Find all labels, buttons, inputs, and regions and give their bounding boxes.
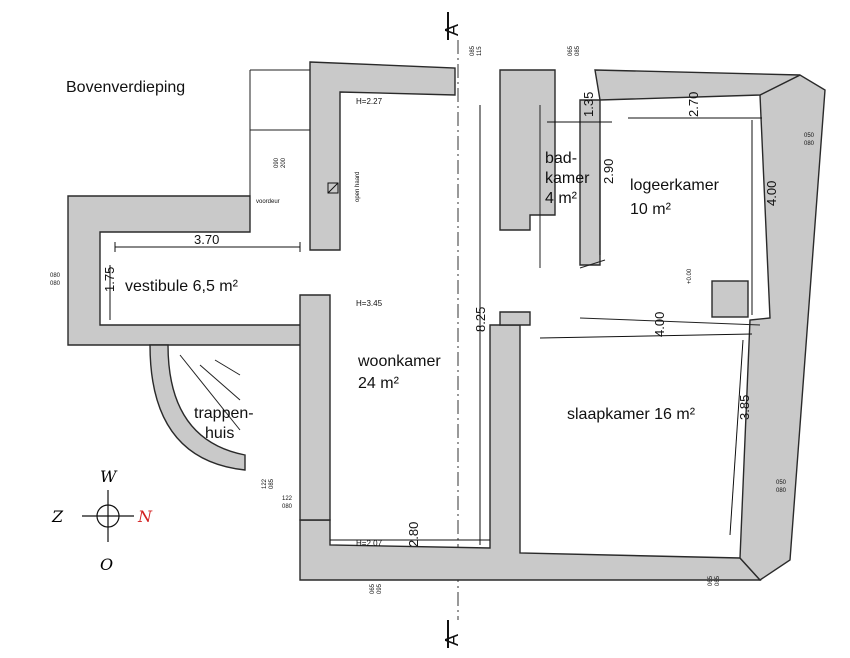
level-marker: +0.00 bbox=[687, 268, 693, 284]
window-code: 200 bbox=[281, 157, 287, 168]
window-code: 065 bbox=[370, 583, 376, 594]
room-area-badkamer: 4 m² bbox=[545, 190, 578, 207]
annotation-open-haard: open haard bbox=[355, 172, 361, 202]
window-code: 085 bbox=[470, 45, 476, 56]
window-code: 090 bbox=[274, 157, 280, 168]
dim-vestibule-depth: 1.75 bbox=[102, 267, 117, 292]
window-code: 080 bbox=[50, 281, 61, 287]
room-label-woonkamer: woonkamer bbox=[357, 353, 441, 370]
height-bottom: H=2.07 bbox=[356, 539, 383, 548]
dim-bad-depth: 2.90 bbox=[601, 159, 616, 184]
room-area-logeerkamer: 10 m² bbox=[630, 201, 672, 218]
window-code: 065 bbox=[708, 575, 714, 586]
window-code: 065 bbox=[568, 45, 574, 56]
height-top: H=2.27 bbox=[356, 97, 383, 106]
room-area-woonkamer: 24 m² bbox=[358, 375, 400, 392]
section-marker-top: A bbox=[442, 12, 462, 40]
dimension-lines bbox=[109, 105, 762, 545]
dim-woonkamer-width: 2.80 bbox=[406, 522, 421, 547]
room-label-slaapkamer: slaapkamer 16 m² bbox=[567, 406, 696, 423]
window-code: 050 bbox=[776, 480, 787, 486]
window-code: 085 bbox=[575, 45, 581, 56]
height-mid: H=3.45 bbox=[356, 299, 383, 308]
annotation-voordeur: voordeur bbox=[256, 199, 280, 205]
dim-logeer-depth: 4.00 bbox=[764, 181, 779, 206]
compass-north: N bbox=[137, 507, 153, 526]
dim-logeer-width: 2.70 bbox=[686, 92, 701, 117]
fireplace-icon bbox=[327, 182, 339, 194]
window-code: 080 bbox=[776, 488, 787, 494]
compass-west: W bbox=[100, 467, 118, 486]
svg-text:A: A bbox=[442, 24, 462, 36]
window-code: 085 bbox=[715, 575, 721, 586]
window-code: 080 bbox=[282, 504, 293, 510]
partitions bbox=[179, 69, 761, 431]
dim-vestibule-width: 3.70 bbox=[194, 232, 219, 247]
window-code: 095 bbox=[377, 583, 383, 594]
plan-title: Bovenverdieping bbox=[66, 79, 185, 96]
section-marker-bottom: A bbox=[442, 620, 462, 648]
room-label-logeerkamer: logeerkamer bbox=[630, 177, 720, 194]
room-label-badkamer-1: bad- bbox=[545, 150, 577, 167]
dim-bad-width: 1.35 bbox=[581, 92, 596, 117]
window-code: 085 bbox=[269, 478, 275, 489]
window-code: 115 bbox=[477, 46, 483, 56]
compass-east: O bbox=[100, 555, 113, 574]
compass-south: Z bbox=[51, 507, 64, 526]
window-code: 122 bbox=[262, 478, 268, 489]
dim-woonkamer-length: 8.25 bbox=[473, 307, 488, 332]
dim-slaap-width: 4.00 bbox=[652, 312, 667, 337]
room-label-trappenhuis-1: trappen- bbox=[194, 405, 254, 422]
dim-slaap-depth: 3.85 bbox=[737, 395, 752, 420]
window-code: 080 bbox=[50, 273, 61, 279]
window-code: 080 bbox=[804, 141, 815, 147]
walls bbox=[67, 61, 826, 581]
room-label-badkamer-2: kamer bbox=[545, 170, 590, 187]
room-label-vestibule: vestibule 6,5 m² bbox=[125, 278, 239, 295]
svg-text:A: A bbox=[442, 634, 462, 646]
room-label-trappenhuis-2: huis bbox=[205, 425, 234, 442]
window-code: 122 bbox=[282, 496, 293, 502]
window-code: 050 bbox=[804, 133, 815, 139]
compass-rose-icon bbox=[82, 490, 134, 542]
